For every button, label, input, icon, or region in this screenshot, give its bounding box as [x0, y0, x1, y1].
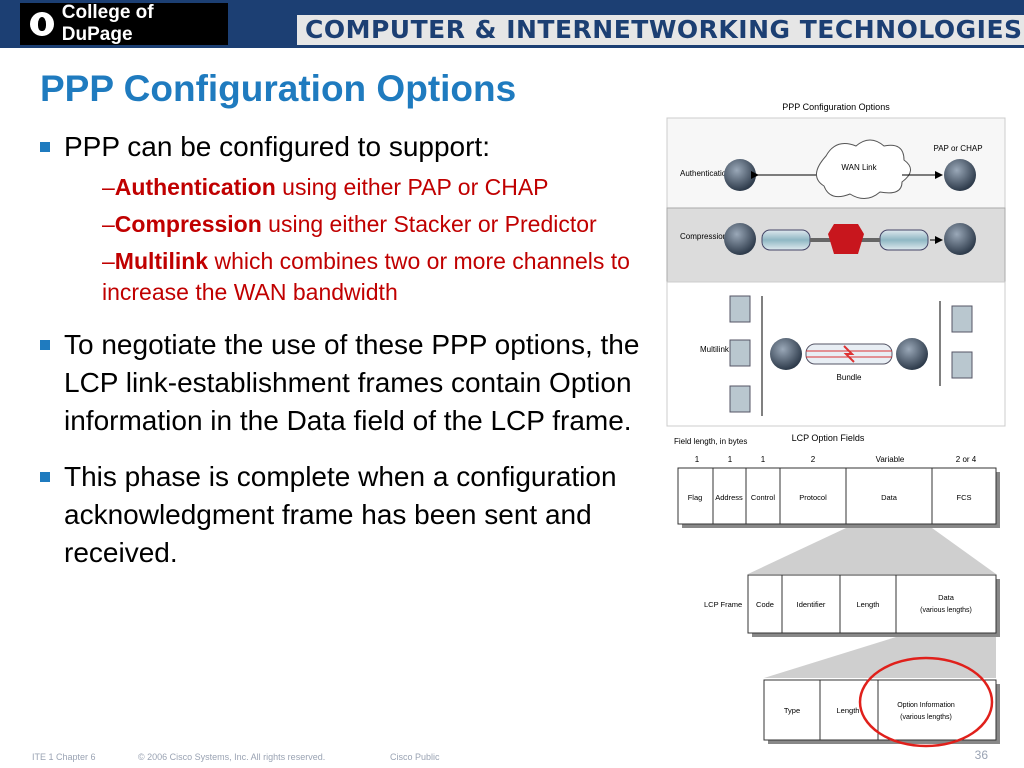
expansion-wedge [764, 637, 996, 678]
sub-bullet-compression: –Compression using either Stacker or Pre… [102, 209, 668, 240]
byte-count: Variable [876, 455, 905, 464]
lcp-frame [747, 574, 997, 634]
term-authentication: Authentication [114, 174, 276, 200]
pc-icon [729, 385, 751, 413]
field-code: Code [756, 600, 774, 609]
footer-chapter: ITE 1 Chapter 6 [32, 752, 96, 762]
logo-text: College of DuPage [61, 2, 154, 45]
bullet-phase-complete: This phase is complete when a configurat… [38, 458, 664, 572]
wan-link-label: WAN Link [841, 163, 877, 172]
row-label-multilink: Multilink [700, 345, 730, 354]
router-icon [770, 338, 802, 370]
program-banner: COMPUTER & INTERNETWORKING TECHNOLOGIES [297, 15, 1024, 45]
field-protocol: Protocol [799, 493, 827, 502]
lightning-icon [843, 345, 855, 363]
byte-count: 2 or 4 [956, 455, 977, 464]
bullet-text: This phase is complete when a configurat… [64, 461, 617, 568]
option-frame [763, 679, 997, 741]
row-label-compression: Compression [680, 232, 727, 241]
router-icon [724, 223, 756, 255]
router-icon [896, 338, 928, 370]
bullet-text: To negotiate the use of these PPP option… [64, 329, 640, 436]
footer-copyright: © 2006 Cisco Systems, Inc. All rights re… [138, 752, 326, 762]
pc-icon [951, 305, 973, 333]
figure-title: PPP Configuration Options [782, 102, 890, 112]
field-fcs: FCS [957, 493, 972, 502]
compression-clamp-icon [828, 224, 864, 254]
wan-cloud-icon [816, 139, 911, 199]
dupage-logo-icon [30, 12, 54, 36]
bullet-negotiate: To negotiate the use of these PPP option… [38, 326, 668, 440]
pc-icon [729, 295, 751, 323]
page-number: 36 [974, 748, 988, 762]
field-type: Type [784, 706, 800, 715]
sub-text: using either Stacker or Predictor [261, 211, 597, 237]
field-length: Length [837, 706, 860, 715]
dash: – [102, 248, 115, 274]
field-data: Data [881, 493, 898, 502]
field-length-label: Field length, in bytes [674, 437, 747, 446]
pc-icon [729, 339, 751, 367]
uncompressed-tube [761, 229, 811, 251]
sub-text: using either PAP or CHAP [275, 174, 549, 200]
lcp-option-fields-diagram: LCP Option Fields Field length, in bytes… [668, 432, 1004, 748]
sub-bullet-multilink: –Multilink which combines two or more ch… [102, 246, 668, 308]
dash: – [102, 211, 115, 237]
bundle-label: Bundle [837, 373, 862, 382]
sub-bullet-authentication: –Authentication using either PAP or CHAP [102, 172, 668, 203]
ppp-options-diagram: PPP Configuration Options Authentication… [666, 102, 1006, 427]
bullet-square-icon [40, 142, 50, 152]
footer-classification: Cisco Public [390, 752, 440, 762]
field-data: Data [938, 593, 955, 602]
bullet-configured: PPP can be configured to support: [38, 128, 668, 166]
byte-count: 1 [761, 455, 766, 464]
sub-text: which combines two or more channels to i… [102, 248, 630, 305]
college-logo[interactable]: College of DuPage [20, 2, 228, 45]
term-compression: Compression [114, 211, 262, 237]
slide-body: PPP can be configured to support: –Authe… [38, 128, 668, 572]
ppp-frame [677, 467, 997, 525]
bullet-square-icon [40, 472, 50, 482]
slide-title: PPP Configuration Options [40, 68, 517, 109]
byte-count: 1 [695, 455, 700, 464]
term-multilink: Multilink [114, 248, 209, 274]
field-option-sub: (various lengths) [900, 714, 952, 721]
router-icon [944, 159, 976, 191]
pap-chap-label: PAP or CHAP [933, 144, 982, 153]
field-data-sub: (various lengths) [920, 607, 972, 614]
field-identifier: Identifier [797, 600, 826, 609]
row-label-authentication: Authentication [680, 169, 731, 178]
lcp-frame-label: LCP Frame [704, 600, 742, 609]
router-icon [724, 159, 756, 191]
field-control: Control [751, 493, 776, 502]
bullet-text: PPP can be configured to support: [64, 131, 490, 162]
byte-count: 2 [811, 455, 816, 464]
figure-title: LCP Option Fields [792, 433, 865, 443]
field-flag: Flag [688, 493, 703, 502]
bullet-square-icon [40, 340, 50, 350]
highlight-circle [858, 656, 994, 748]
dash: – [102, 174, 115, 200]
router-icon [944, 223, 976, 255]
field-address: Address [715, 493, 743, 502]
pc-icon [951, 351, 973, 379]
uncompressed-tube [879, 229, 929, 251]
field-option-information: Option Information [897, 702, 955, 709]
byte-count: 1 [728, 455, 733, 464]
expansion-wedge [748, 528, 996, 574]
field-length: Length [857, 600, 880, 609]
